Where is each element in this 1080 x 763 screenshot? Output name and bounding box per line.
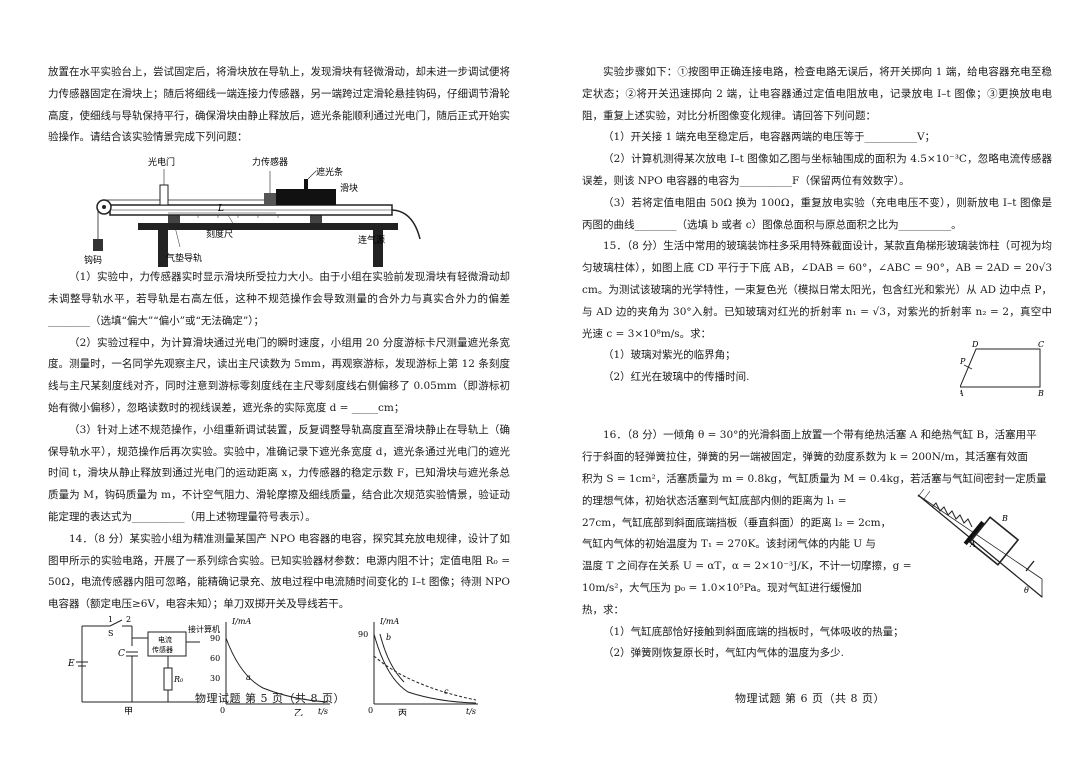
lab-table: [138, 223, 398, 231]
trap-label-P: P: [960, 357, 966, 366]
incline-figure: A B θ: [917, 489, 1043, 599]
caption-bing: 丙: [398, 708, 407, 716]
label-L: L: [217, 204, 224, 214]
question-15-1: （1）玻璃对紫光的临界角；: [603, 349, 736, 362]
question-16-line-5: 27cm，气缸底部到斜面底端挡板（垂直斜面）的距离 l₂ = 2cm，: [582, 516, 892, 529]
question-16-1: （1）气缸底部恰好接触到斜面底端的挡板时，气体吸收的热量；: [603, 625, 904, 638]
graph-bing-curve-b: b: [386, 633, 391, 642]
force-sensor: [264, 193, 276, 206]
trap-label-B: B: [1037, 389, 1044, 397]
question-16-line-8: 10m/s²，大气压为 p₀ = 1.0×10⁵Pa。现对气缸进行缓慢加: [582, 581, 862, 594]
graph-bing: [373, 621, 478, 705]
graph-bing-curve-c: c: [444, 687, 449, 696]
question-13-1: （1）实验中，力传感器实时显示滑块所受拉力大小。由于小组在实验前发现滑块有轻微滑…: [48, 271, 510, 327]
question-13-2: （2）实验过程中，为计算滑块通过光电门的瞬时速度，小组用 20 分度游标卡尺测量…: [48, 336, 510, 414]
question-14-2: （2）计算机测得某次放电 I–t 图像如乙图与坐标轴围成的面积为 4.5×10⁻…: [582, 153, 1052, 187]
circuit-label-R0: R₀: [173, 675, 184, 684]
cylinder-B: [968, 516, 1020, 567]
graph-yi-tick-60: 60: [210, 654, 220, 663]
trap-label-C: C: [1038, 340, 1044, 349]
label-ruler: 刻度尺: [206, 228, 233, 240]
graph-bing-origin: 0: [368, 706, 373, 715]
graph-yi-curve-a: a: [246, 673, 251, 682]
label-air-source: 连气源: [358, 234, 385, 246]
graph-yi-ylabel: I/mA: [231, 617, 251, 626]
graph-yi-xlabel: t/s: [318, 707, 328, 716]
question-16-line-6: 气缸内气体的初始温度为 T₁ = 270K。该封闭气体的内能 U 与: [582, 538, 876, 551]
experiment-steps: 实验步骤如下：①按图甲正确连接电路，检查电路无误后，将开关掷向 1 端，给电容器…: [582, 66, 1052, 122]
graph-yi-tick-30: 30: [210, 674, 220, 683]
circuit-label-C: C: [118, 649, 125, 659]
trap-label-D: D: [971, 340, 979, 349]
question-14-3: （3）若将定值电阻由 50Ω 换为 100Ω，重复放电实验（充电电压不变），则新…: [582, 196, 1052, 231]
label-slider: 滑块: [340, 182, 358, 194]
left-column: 放置在水平实验台上，尝试固定后，将滑块放在导轨上，发现滑块有轻微滑动，却未进一步…: [48, 62, 510, 716]
caption-yi: 乙: [294, 708, 303, 716]
incline-label-B: B: [1001, 514, 1008, 523]
circuit-label-2: 2: [126, 616, 131, 624]
hook-weight: [93, 239, 103, 252]
label-photogate: 光电门: [148, 156, 175, 168]
graph-bing-tick-90: 90: [358, 630, 368, 639]
trap-label-A: A: [960, 389, 964, 397]
intro-paragraph: 放置在水平实验台上，尝试固定后，将滑块放在导轨上，发现滑块有轻微滑动，却未进一步…: [48, 66, 510, 144]
question-16-line-1: 16．（8 分）一倾角 θ = 30°的光滑斜面上放置一个带有绝热活塞 A 和绝…: [603, 429, 1037, 442]
question-16-block: 16．（8 分）一倾角 θ = 30°的光滑斜面上放置一个带有绝热活塞 A 和绝…: [582, 425, 1052, 665]
circuit-label-1: 1: [108, 616, 113, 624]
label-weight: 钩码: [84, 254, 102, 266]
q15-subquestions: （1）玻璃对紫光的临界角； （2）红光在玻璃中的传播时间. D C P A B: [582, 340, 1052, 397]
footer-page-5: 物理试题 第 5 页（共 8 页）: [195, 692, 345, 705]
question-14-1: （1）开关接 1 端充电至稳定后，电容器两端的电压等于__________V；: [603, 131, 936, 144]
figures-row: E S 1 2 C R₀ 电流 传感器 接计算机 甲 I/mA t/s 0 90…: [67, 616, 478, 716]
photogate: [159, 184, 169, 206]
page-5: 放置在水平实验台上，尝试固定后，将滑块放在导轨上，发现滑块有轻微滑动，却未进一步…: [48, 62, 510, 716]
air-track-figure: 钩码 光电门 力传感器 遮光条 滑块 L 刻度尺 连气源: [84, 156, 421, 268]
label-computer: 接计算机: [188, 624, 220, 634]
graph-yi: [225, 621, 330, 705]
question-15-2: （2）红光在玻璃中的传播时间.: [603, 371, 750, 384]
question-16-line-7: 温度 T 之间存在关系 U = αT，α = 2×10⁻³J/K，不计一切摩擦，…: [582, 560, 912, 573]
footer-page-6: 物理试题 第 6 页（共 8 页）: [735, 692, 885, 705]
question-16-line-2: 行于斜面的轻弹簧拉住，弹簧的另一端被固定，弹簧的劲度系数为 k = 200N/m…: [582, 451, 1028, 464]
label-air-track: 气垫导轨: [166, 252, 202, 264]
caption-jia: 甲: [124, 706, 133, 716]
piston-A: [963, 521, 985, 546]
question-16-line-9: 热，求：: [582, 603, 624, 616]
question-14: 14．（8 分）某实验小组为精准测量某国产 NPO 电容器的电容，探究其充放电规…: [48, 532, 510, 611]
graph-yi-origin: 0: [220, 706, 225, 715]
label-force-sensor: 力传感器: [252, 156, 288, 168]
question-13-3: （3）针对上述不规范操作，小组重新调试装置，反复调整导轨高度直至滑块静止在导轨上…: [48, 423, 510, 523]
circuit-label-E: E: [67, 659, 75, 669]
circuit-diagram: [76, 619, 200, 703]
graph-bing-xlabel: t/s: [466, 707, 476, 716]
page-6: 实验步骤如下：①按图甲正确连接电路，检查电路无误后，将开关掷向 1 端，给电容器…: [540, 0, 1080, 763]
incline-label-A: A: [969, 540, 976, 549]
graph-yi-tick-90: 90: [210, 634, 220, 643]
question-16-2: （2）弹簧刚恢复原长时，气缸内气体的温度为多少.: [603, 647, 845, 660]
right-column: 实验步骤如下：①按图甲正确连接电路，检查电路无误后，将开关掷向 1 端，给电容器…: [582, 62, 1052, 665]
circuit-label-S: S: [108, 629, 113, 638]
trapezoid-figure: D C P A B: [960, 340, 1044, 397]
question-16-line-4: 的理想气体，初始状态活塞到气缸底部内侧的距离为 l₁ =: [582, 494, 847, 507]
graph-bing-ylabel: I/mA: [379, 617, 399, 626]
slider-block: [276, 189, 336, 206]
incline-label-theta: θ: [1024, 586, 1029, 595]
sensor-label-2: 传感器: [152, 645, 173, 654]
label-shade: 遮光条: [316, 166, 343, 178]
question-15: 15．（8 分）生活中常用的玻璃装饰柱多采用特殊截面设计，某款直角梯形玻璃装饰柱…: [582, 240, 1052, 340]
shade-strip: [304, 179, 308, 190]
sensor-label-1: 电流: [158, 635, 172, 644]
question-16-line-3: 积为 S = 1cm²，活塞质量为 m = 0.8kg，气缸质量为 M = 0.…: [582, 472, 1047, 485]
